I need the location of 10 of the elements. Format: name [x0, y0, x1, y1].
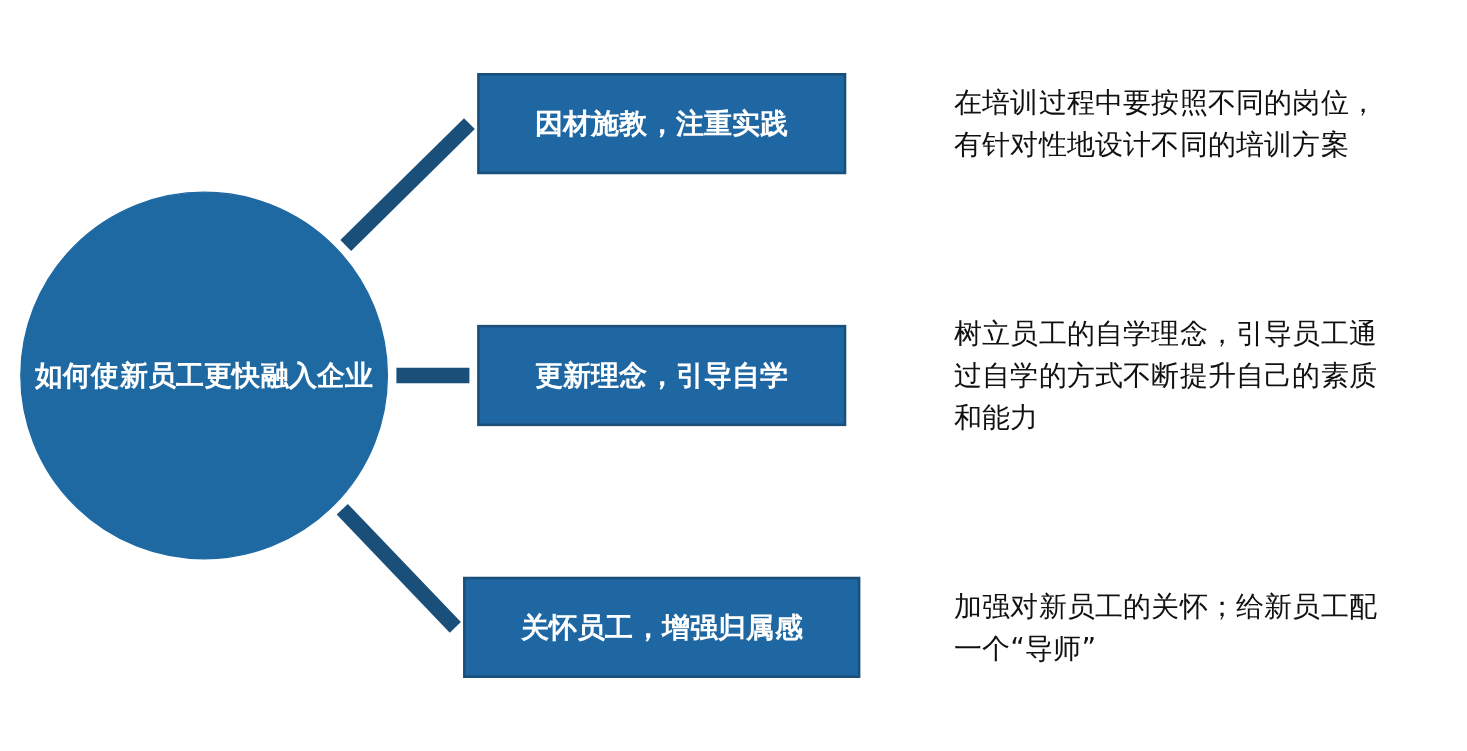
topic-box: 更新理念，引导自学 — [477, 324, 847, 427]
description-text: 树立员工的自学理念，引导员工通过自学的方式不断提升自己的素质和能力 — [953, 316, 1378, 436]
topic-circle: 如何使新员工更快融入企业 — [20, 191, 389, 560]
description-text: 加强对新员工的关怀；给新员工配一个“导师” — [953, 589, 1378, 667]
connector-band — [396, 367, 470, 384]
topic-box: 因材施教，注重实践 — [477, 73, 847, 175]
connector-band — [336, 503, 461, 633]
description-text: 在培训过程中要按照不同的岗位，有针对性地设计不同的培训方案 — [953, 85, 1378, 163]
topic-box: 关怀员工，增强归属感 — [463, 576, 861, 678]
connector-band — [340, 118, 475, 251]
